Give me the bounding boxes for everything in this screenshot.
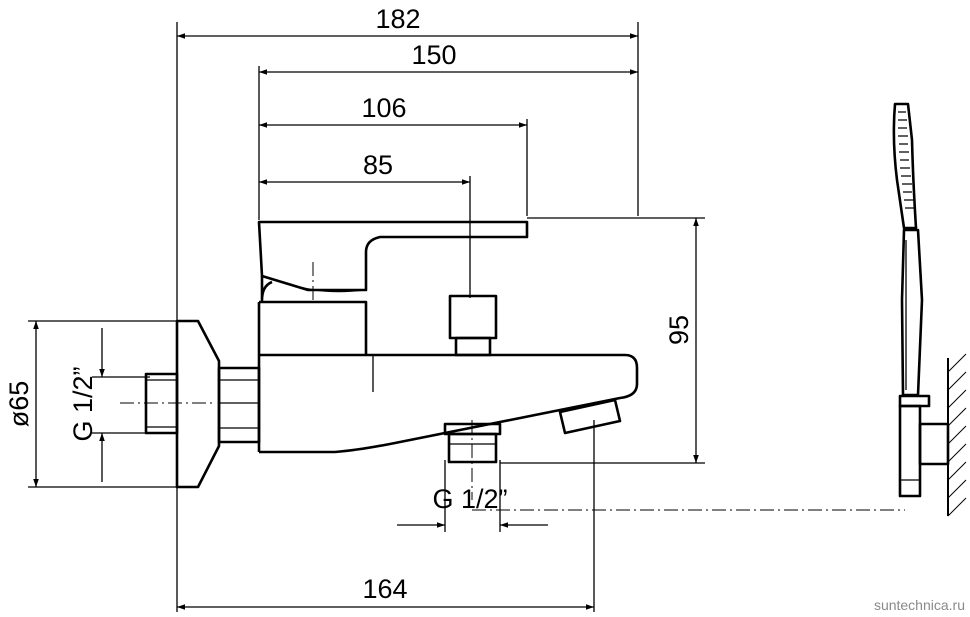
dim-thread-left: G 1/2”: [68, 366, 98, 441]
dimension-lines: [33, 33, 699, 610]
hand-shower: [892, 102, 924, 397]
watermark: suntechnica.ru: [874, 597, 965, 613]
shower-holder: [898, 394, 950, 498]
dim-85: 85: [363, 150, 393, 180]
wall-flange: [175, 319, 221, 489]
dim-182: 182: [375, 4, 420, 34]
connecting-nut: [217, 366, 261, 444]
dim-164: 164: [362, 574, 407, 604]
dim-150: 150: [411, 40, 456, 70]
dim-thread-bottom: G 1/2”: [432, 484, 507, 514]
eccentric-connector: [144, 372, 179, 435]
dim-diameter-65: ø65: [4, 381, 34, 428]
dim-95: 95: [664, 315, 694, 345]
wall-hatching: [947, 353, 967, 517]
mixer-body: [257, 220, 639, 464]
dim-106: 106: [361, 93, 406, 123]
center-lines: [120, 262, 905, 511]
